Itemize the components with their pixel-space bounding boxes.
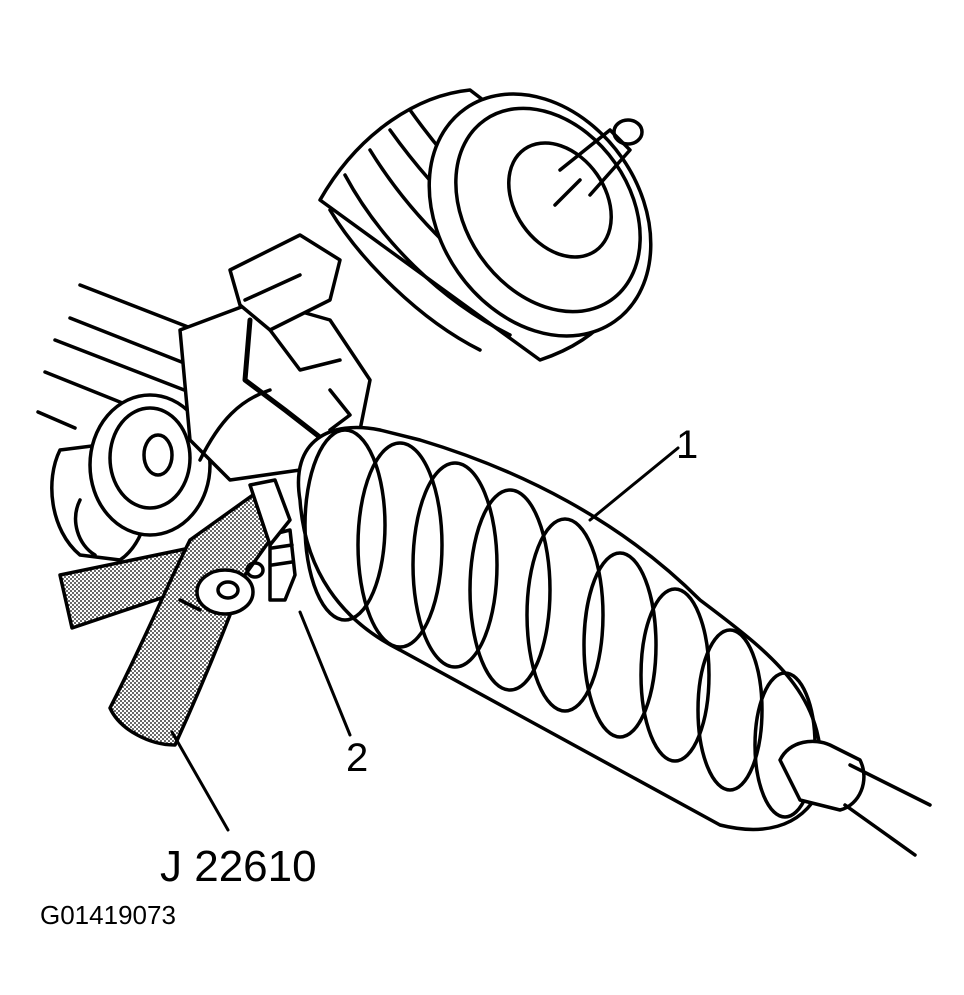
callout-1-label: 1 [676,423,699,467]
mounting-bushing [50,393,212,562]
figure-id-label: G01419073 [40,900,176,930]
fluid-line [242,317,333,448]
tie-rod [778,739,932,857]
pinion-cover [318,88,653,362]
boot-clamp [268,528,297,602]
tool-number-label: J 22610 [160,842,317,891]
callout-2-label: 2 [346,736,369,780]
clamp-pliers-tool [58,478,292,747]
rack-boot [296,425,823,832]
leader-lines [170,446,680,832]
